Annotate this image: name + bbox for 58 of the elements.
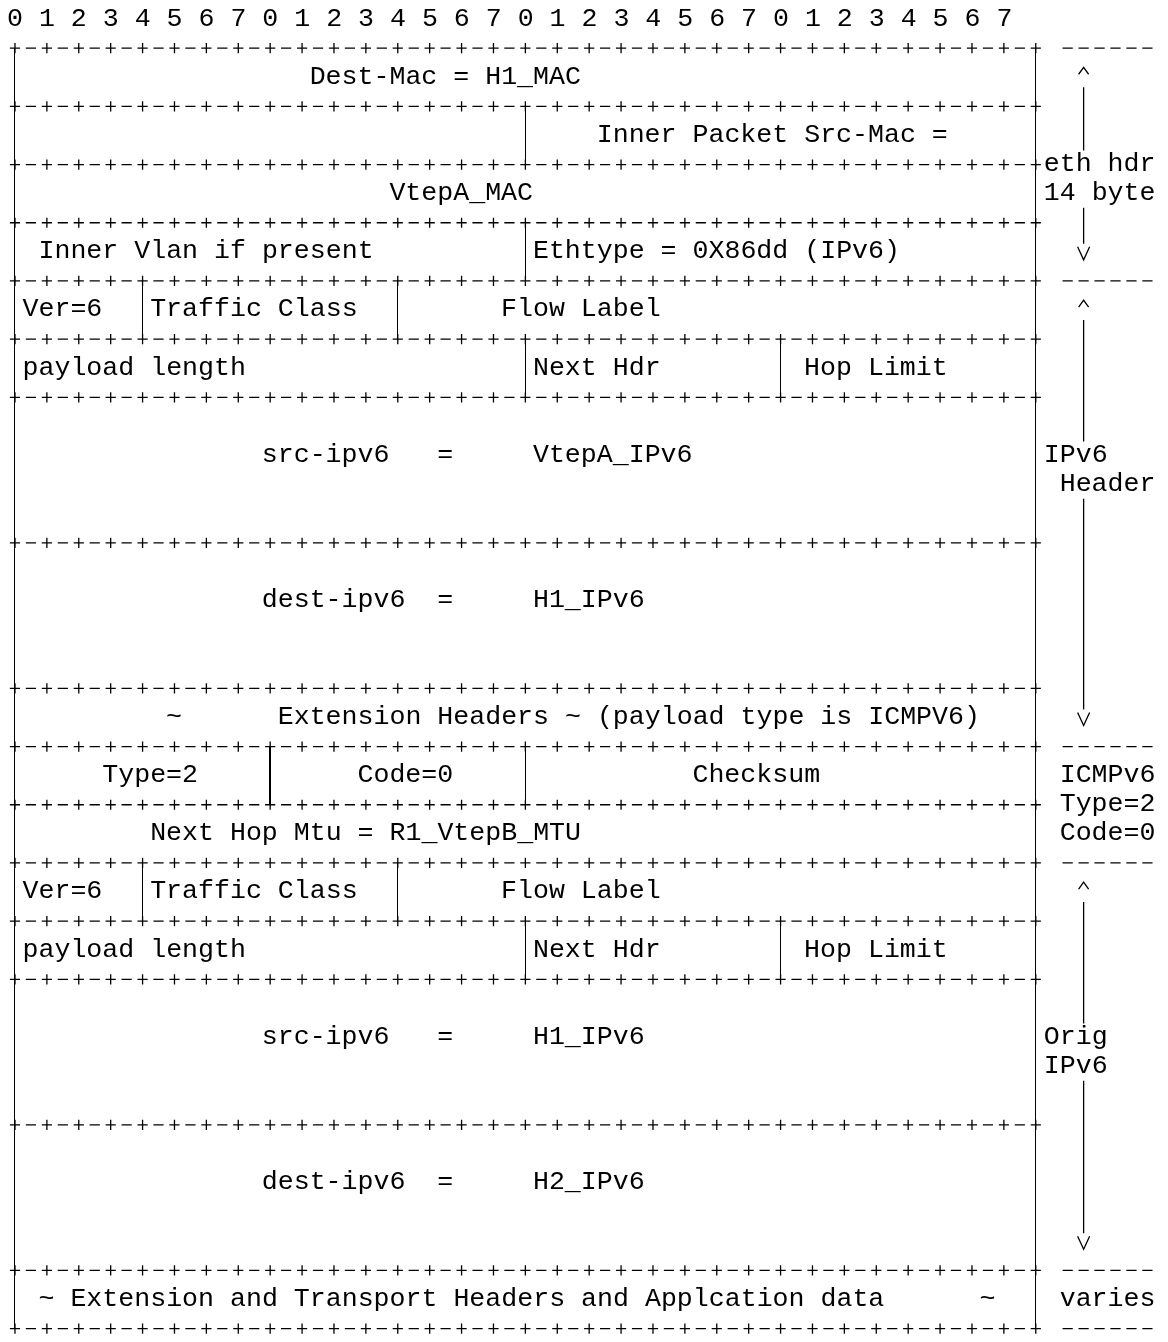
field-label: Traffic Class (150, 295, 358, 325)
field-label: Ver=6 (22, 295, 103, 325)
field-label: dest-ipv6 (261, 586, 406, 616)
side-label: varies (1059, 1284, 1156, 1314)
field-label: Hop Limit (804, 935, 948, 965)
packet-field (14, 1270, 1037, 1329)
side-label: Orig (1043, 1023, 1108, 1053)
field-label: H1_IPv6 (532, 586, 645, 616)
side-label: Header (1059, 470, 1156, 500)
field-label: dest-ipv6 (261, 1168, 406, 1198)
field-label: Traffic Class (150, 877, 358, 907)
field-label: Extension Headers ~ (payload type is ICMPV6) (277, 702, 980, 732)
field-label: ~ (166, 702, 183, 732)
packet-field (14, 746, 271, 805)
field-label: VtepA_MAC (389, 179, 534, 209)
side-label: Code=0 (1059, 819, 1156, 849)
field-label: Hop Limit (804, 353, 948, 383)
field-label: Next Hop Mtu = R1_VtepB_MTU (150, 819, 582, 849)
field-label: payload length (22, 353, 246, 383)
field-label: VtepA_IPv6 (532, 441, 693, 471)
field-label: src-ipv6 (261, 441, 390, 471)
packet-field (14, 804, 1037, 863)
field-label: Code=0 (357, 761, 454, 791)
field-label: = (437, 1168, 454, 1198)
field-label: H2_IPv6 (532, 1168, 645, 1198)
field-label: H1_IPv6 (532, 1023, 645, 1053)
side-label: 14 byte (1043, 179, 1156, 209)
field-label: Dest-Mac = H1_MAC (309, 62, 581, 92)
field-label: Ver=6 (22, 877, 103, 907)
bit-scale: 0 1 2 3 4 5 6 7 0 1 2 3 4 5 6 7 0 1 2 3 4 5 6 7 0 1 2 3 4 5 6 7 (7, 4, 1013, 34)
field-label: Flow Label (501, 877, 661, 907)
side-label: IPv6 (1043, 1052, 1108, 1082)
field-label: ~ Extension and Transport Headers and Applcation data (38, 1284, 885, 1314)
field-label: Ethtype = 0X86dd (IPv6) (532, 237, 900, 267)
packet-field (14, 688, 1037, 747)
field-label: Flow Label (501, 295, 661, 325)
packet-field (14, 542, 1037, 689)
packet-field (14, 979, 1037, 1125)
field-label: payload length (22, 935, 246, 965)
field-label: Inner Packet Src-Mac = (596, 120, 948, 150)
side-label: ICMPv6 (1059, 761, 1156, 791)
side-label: IPv6 (1043, 441, 1108, 471)
field-label: Next Hdr (532, 353, 661, 383)
field-label: ~ (979, 1284, 996, 1314)
packet-field (14, 164, 1037, 223)
field-label: Next Hdr (532, 935, 661, 965)
field-label: = (437, 441, 454, 471)
field-label: = (437, 1023, 454, 1053)
field-label: Type=2 (102, 761, 199, 791)
packet-field (14, 1124, 1037, 1271)
field-label: = (437, 586, 454, 616)
side-label: Type=2 (1059, 790, 1156, 820)
packet-field (14, 397, 1037, 543)
packet-field (14, 48, 1037, 107)
field-label: Inner Vlan if present (38, 237, 374, 267)
field-label: Checksum (692, 761, 821, 791)
field-label: src-ipv6 (261, 1023, 390, 1053)
side-label: eth hdr (1043, 150, 1156, 180)
